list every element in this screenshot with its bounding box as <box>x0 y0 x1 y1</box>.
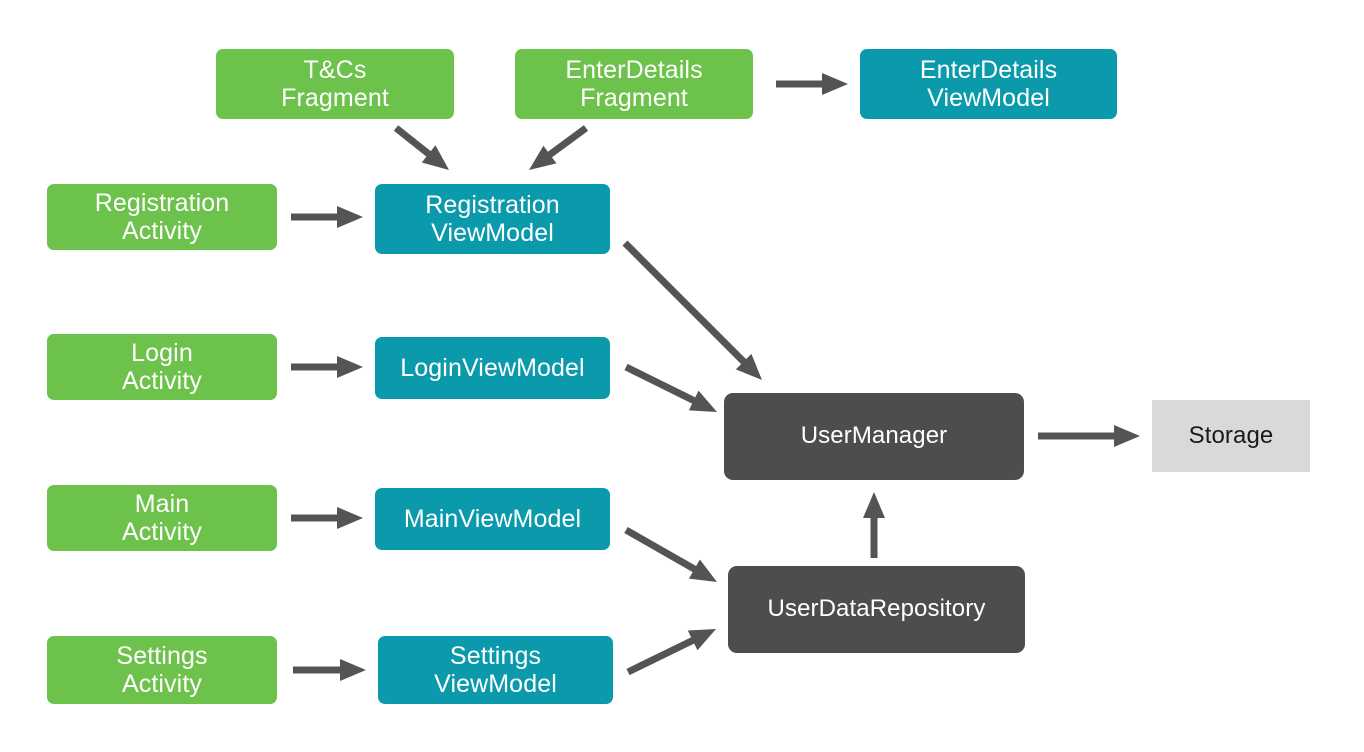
arrow-settings-vm-to-user-data-repo <box>626 629 716 676</box>
node-settings-act[interactable]: Settings Activity <box>47 636 277 704</box>
node-enterdetails-vm[interactable]: EnterDetails ViewModel <box>860 49 1117 119</box>
arrow-tcs-fragment-to-registration-vm <box>393 125 449 170</box>
node-user-data-repo[interactable]: UserDataRepository <box>728 566 1025 653</box>
arrow-main-vm-to-user-data-repo <box>624 526 717 582</box>
arrow-user-manager-to-storage <box>1038 425 1140 447</box>
node-main-vm[interactable]: MainViewModel <box>375 488 610 550</box>
arrow-main-act-to-main-vm <box>291 507 363 529</box>
arrow-settings-act-to-settings-vm <box>293 659 366 681</box>
arrow-enterdetails-frag-to-enterdetails-vm <box>776 73 848 95</box>
arrow-user-data-repo-to-user-manager <box>863 492 885 558</box>
node-enterdetails-frag[interactable]: EnterDetails Fragment <box>515 49 753 119</box>
node-registration-act[interactable]: Registration Activity <box>47 184 277 250</box>
node-registration-vm[interactable]: Registration ViewModel <box>375 184 610 254</box>
arrow-enterdetails-frag-to-registration-vm <box>529 125 589 170</box>
arrow-login-vm-to-user-manager <box>624 363 717 412</box>
arrow-login-act-to-login-vm <box>291 356 363 378</box>
arrow-registration-vm-to-user-manager <box>622 240 762 380</box>
node-user-manager[interactable]: UserManager <box>724 393 1024 480</box>
node-settings-vm[interactable]: Settings ViewModel <box>378 636 613 704</box>
node-login-act[interactable]: Login Activity <box>47 334 277 400</box>
arrow-registration-act-to-registration-vm <box>291 206 363 228</box>
node-login-vm[interactable]: LoginViewModel <box>375 337 610 399</box>
node-storage[interactable]: Storage <box>1152 400 1310 472</box>
node-tcs-fragment[interactable]: T&Cs Fragment <box>216 49 454 119</box>
node-main-act[interactable]: Main Activity <box>47 485 277 551</box>
